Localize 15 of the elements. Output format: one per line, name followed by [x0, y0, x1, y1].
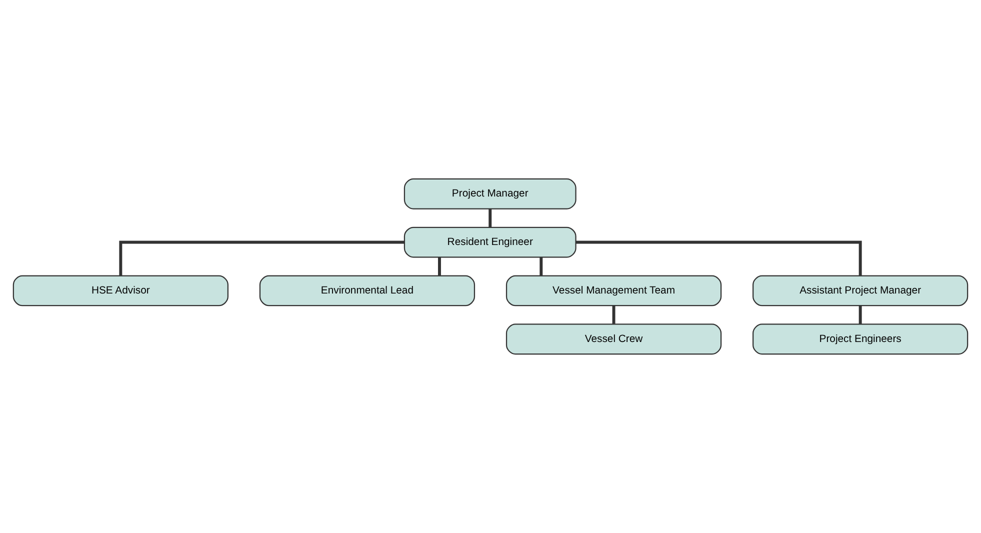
node-box: Resident Engineer	[404, 226, 576, 258]
connector	[540, 257, 543, 276]
connector	[438, 257, 441, 276]
connector	[576, 240, 862, 276]
connector	[488, 208, 492, 228]
node-box: Assistant Project Manager	[752, 275, 968, 306]
node-box: Vessel Crew	[506, 324, 722, 355]
node-box: Project Manager	[404, 178, 576, 210]
connector	[858, 306, 862, 324]
node-box: Vessel Management Team	[506, 275, 722, 306]
node-box: HSE Advisor	[12, 275, 228, 306]
node-box: Project Engineers	[752, 324, 968, 355]
connector	[612, 306, 616, 324]
connector	[119, 240, 404, 276]
node-box: Environmental Lead	[259, 275, 476, 306]
